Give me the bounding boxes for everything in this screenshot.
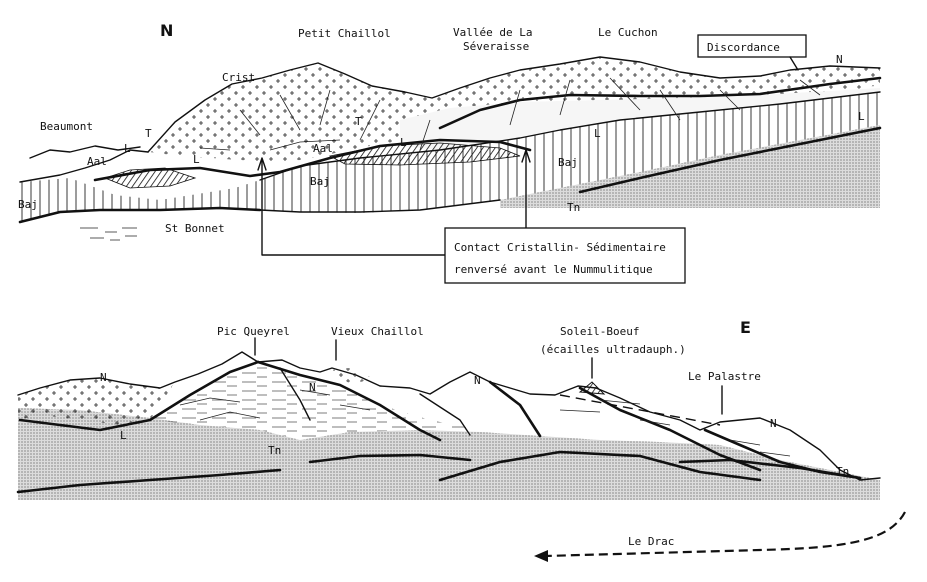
label-n-bottom-1: N (100, 371, 107, 384)
label-le-drac: Le Drac (628, 535, 674, 548)
bottom-fault-2 (419, 393, 471, 436)
l-band-bottom (150, 362, 480, 440)
label-n-top: N (836, 53, 843, 66)
label-petit-chaillol: Petit Chaillol (298, 27, 391, 40)
label-soleil-note: (écailles ultradauph.) (540, 343, 686, 356)
label-le-palastre: Le Palastre (688, 370, 761, 383)
orientation-n: N (160, 21, 173, 40)
label-tn-bottom-2: Tn (836, 465, 849, 478)
soleil-dashes (559, 394, 721, 426)
le-drac-arrowhead (534, 550, 548, 562)
label-tn-bottom-1: Tn (268, 444, 281, 457)
contact-box (444, 227, 686, 284)
left-ridge (19, 149, 149, 183)
label-baj-right: Baj (558, 156, 578, 169)
pointer-arrowhead-left (257, 157, 267, 171)
contact-box-line1: Contact Cristallin- Sédimentaire (454, 241, 666, 254)
bottom-base-2 (308, 453, 472, 464)
label-vieux-chaillol: Vieux Chaillol (331, 325, 424, 338)
bottom-panorama: E Pic Queyrel Vieux Chaillol Soleil-Boeu… (16, 318, 906, 562)
label-n-bottom-2: N (309, 381, 316, 394)
label-vallee-2: Séveraisse (463, 40, 529, 53)
label-aal-left: Aal (87, 155, 107, 168)
discordance-pointer (789, 56, 799, 71)
label-discordance: Discordance (707, 41, 780, 54)
lower-surface-line (259, 199, 501, 213)
label-vallee-1: Vallée de La (453, 26, 532, 39)
tn-top-line (578, 126, 882, 194)
discordance-box (697, 34, 807, 58)
bottom-fault-1 (279, 367, 311, 421)
bottom-thrust-mid (488, 380, 542, 438)
crystalline-small-bottom (330, 368, 372, 385)
label-l-mid: L (193, 153, 200, 166)
label-soleil-boeuf: Soleil-Boeuf (560, 325, 639, 338)
top-skyline (147, 56, 881, 153)
bottom-base-4 (678, 458, 862, 480)
label-t-mid: T (355, 115, 362, 128)
tn-stipple-bottom (18, 408, 880, 500)
orientation-e: E (740, 318, 751, 337)
l-band-top (400, 88, 880, 150)
baj-base-line (18, 206, 262, 224)
contact-box-line2: renversé avant le Nummulitique (454, 263, 653, 276)
label-l-left: L (124, 142, 131, 155)
label-baj-left: Baj (18, 198, 38, 211)
label-n-bottom-3: N (474, 374, 481, 387)
pointer-arrowhead-right (521, 149, 531, 163)
label-l-right: L (594, 127, 601, 140)
bottom-skyline (17, 351, 881, 481)
beaumont-ridge (29, 145, 141, 159)
pointer-left (261, 159, 446, 256)
le-drac-arrow (544, 511, 906, 558)
label-l-bottom: L (120, 429, 127, 442)
bottom-base-3 (438, 450, 762, 482)
label-l-far-right: L (858, 110, 865, 123)
label-n-bottom-4: N (770, 417, 777, 430)
label-aal-mid: Aal (313, 142, 333, 155)
label-crist: Crist (222, 71, 255, 84)
label-st-bonnet: St Bonnet (165, 222, 225, 235)
label-t-left: T (145, 127, 152, 140)
contact-line-main (438, 76, 882, 130)
soleil-ecaille (578, 381, 606, 395)
bottom-base-1 (16, 468, 282, 494)
bottom-thrust-queyrel (256, 360, 442, 442)
label-le-cuchon: Le Cuchon (598, 26, 658, 39)
top-panorama: N Petit Chaillol Vallée de La Séveraisse… (18, 21, 882, 284)
label-tn-top: Tn (567, 201, 580, 214)
label-beaumont: Beaumont (40, 120, 93, 133)
label-baj-mid: Baj (310, 175, 330, 188)
bottom-thrust-left (18, 360, 260, 432)
crystalline-mass-bottom (18, 378, 175, 425)
baj-top-line (259, 91, 881, 181)
label-l-center: L (400, 136, 407, 149)
label-pic-queyrel: Pic Queyrel (217, 325, 290, 338)
